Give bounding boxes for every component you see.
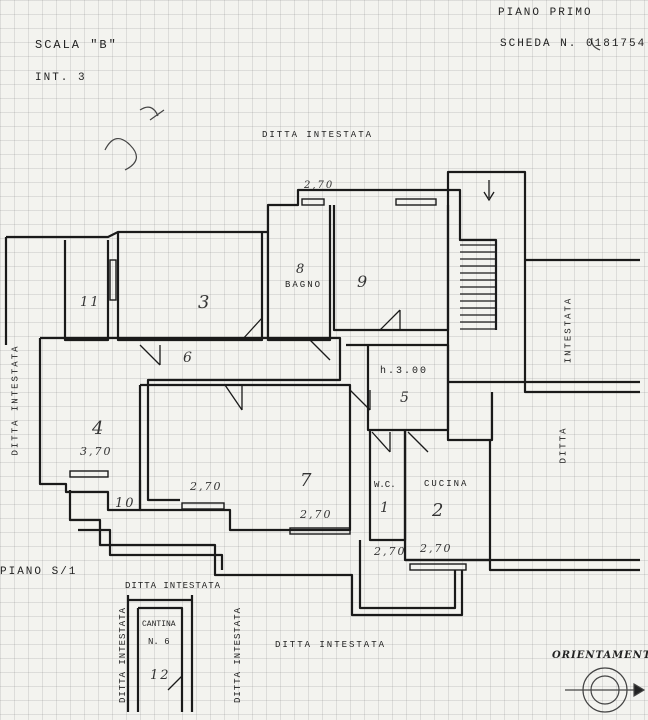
room-number: 2 — [432, 500, 446, 521]
left-wing-walls — [6, 188, 462, 239]
room-number: 7 — [300, 470, 314, 491]
unit-label: INT. 3 — [35, 72, 87, 84]
room-number: 4 — [92, 418, 106, 439]
cellar-left-label: DITTA INTESTATA — [118, 606, 129, 704]
outer-lower-walls — [68, 490, 464, 617]
dimension-annotation: 2,70 — [304, 180, 335, 191]
neighbor-top-label: DITTA INTESTATA — [262, 130, 374, 140]
room-number: 11 — [80, 295, 101, 310]
cellar-number: N. 6 — [148, 637, 170, 647]
dimension-annotation: 2,70 — [190, 480, 223, 493]
room-number: 10 — [115, 496, 136, 511]
room-number: 5 — [400, 390, 411, 406]
cellar-right-label: DITTA INTESTATA — [233, 606, 244, 704]
kitchen-walls — [403, 430, 492, 562]
card-number: SCHEDA N. 0181754 — [500, 38, 647, 50]
room-7-walls — [138, 383, 352, 532]
room-number: 6 — [183, 350, 194, 366]
room-9-walls — [332, 205, 450, 332]
floor-s1-label: PIANO S/1 — [0, 566, 78, 578]
scale-label: SCALA "B" — [35, 38, 118, 52]
neighbor-right-lower-label: DITTA — [558, 426, 569, 464]
room-number: 12 — [150, 668, 171, 683]
dimension-annotation: 2,70 — [420, 542, 453, 555]
dimension-annotation: 2,70 — [374, 545, 407, 558]
kitchen-label: CUCINA — [424, 479, 469, 489]
room-3-walls — [116, 232, 264, 342]
landing-walls — [346, 343, 450, 432]
dimension-annotation: 2,70 — [300, 508, 333, 521]
room-number: 8 — [296, 262, 307, 277]
neighbor-bottom-label: DITTA INTESTATA — [275, 640, 387, 650]
room-number: 3 — [198, 292, 212, 313]
room-11-walls — [63, 240, 110, 342]
corridor-walls — [38, 338, 142, 512]
neighbor-right-upper-label: INTESTATA — [563, 296, 574, 364]
bath-label: BAGNO — [285, 280, 323, 290]
dimension-annotation: 3,70 — [80, 445, 113, 458]
room-number: 1 — [380, 500, 391, 516]
floor-label: PIANO PRIMO — [498, 7, 593, 19]
room-number: 9 — [357, 272, 370, 291]
landing-height-label: h.3.00 — [380, 366, 429, 377]
cellar-title: CANTINA — [142, 620, 176, 629]
bath-walls — [266, 205, 332, 342]
orientation-label: ORIENTAMENTO — [552, 650, 648, 661]
wc-label: W.C. — [374, 480, 396, 490]
neighbor-left-label: DITTA INTESTATA — [10, 344, 21, 456]
cellar-top-label: DITTA INTESTATA — [125, 581, 222, 591]
cellar-walls — [126, 595, 194, 712]
